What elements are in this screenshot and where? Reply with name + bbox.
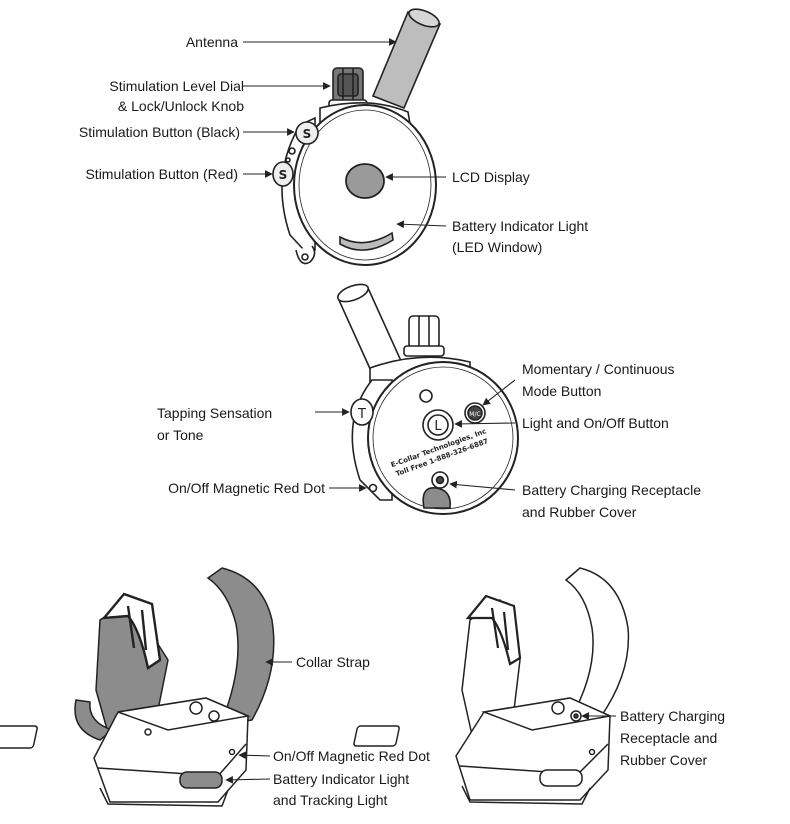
lcd-display-icon xyxy=(345,163,385,199)
collar-led-window-icon xyxy=(179,771,223,789)
light-onoff-button-icon: L xyxy=(422,409,454,441)
svg-text:T: T xyxy=(357,407,366,422)
label-collar-charging-line3: Rubber Cover xyxy=(620,752,708,768)
collar-magnetic-dot-icon xyxy=(228,748,236,756)
label-collar-charging-line2: Receptacle and xyxy=(620,730,718,746)
label-dial-line1: Stimulation Level Dial xyxy=(109,78,244,94)
transmitter-front: S S xyxy=(272,8,442,266)
label-tapping-line1: Tapping Sensation xyxy=(157,405,273,421)
label-collar-strap: Collar Strap xyxy=(296,654,370,670)
label-battery-led-line2: (LED Window) xyxy=(452,239,543,255)
svg-text:S: S xyxy=(303,127,312,141)
antenna-front-icon xyxy=(371,8,442,110)
label-mode-line1: Momentary / Continuous xyxy=(522,361,675,377)
mode-button-icon: M/C xyxy=(464,402,486,424)
label-stim-black: Stimulation Button (Black) xyxy=(78,124,240,140)
svg-text:M/C: M/C xyxy=(469,411,480,418)
label-dial-line2: & Lock/Unlock Knob xyxy=(117,98,244,114)
label-battery-tracking-line1: Battery Indicator Light xyxy=(273,771,410,787)
label-battery-led-line1: Battery Indicator Light xyxy=(452,218,589,234)
leader-lines-middle xyxy=(315,379,516,492)
label-onoff-dot-transmitter: On/Off Magnetic Red Dot xyxy=(168,480,325,496)
label-battery-tracking-line2: and Tracking Light xyxy=(273,792,388,808)
collar-receiver-right xyxy=(353,567,630,805)
transmitter-back: T L M/C E-Collar Technologies, Inc Toll … xyxy=(336,283,519,515)
svg-text:S: S xyxy=(279,168,288,182)
stim-button-black-icon: S xyxy=(295,121,319,145)
label-onoff-dot-collar: On/Off Magnetic Red Dot xyxy=(273,748,430,764)
magnetic-dot-icon xyxy=(368,483,378,493)
buckle-icon xyxy=(101,592,162,670)
label-light-onoff: Light and On/Off Button xyxy=(522,415,669,431)
leader-lines-bottom-left xyxy=(225,658,292,784)
svg-text:L: L xyxy=(434,419,442,434)
label-tapping-line2: or Tone xyxy=(157,427,204,443)
label-antenna: Antenna xyxy=(185,34,238,50)
dial-back-icon xyxy=(403,315,445,357)
stim-button-red-icon: S xyxy=(272,161,294,187)
charging-port-icon xyxy=(422,471,452,509)
leader-lines-top xyxy=(243,38,447,229)
led-window-icon xyxy=(339,231,394,251)
tapping-button-icon: T xyxy=(350,398,374,426)
label-lcd: LCD Display xyxy=(452,169,530,185)
label-mode-line2: Mode Button xyxy=(522,383,602,399)
collar-receiver-left xyxy=(0,567,275,807)
label-collar-charging-line1: Battery Charging xyxy=(620,708,726,724)
label-charging-line1: Battery Charging Receptacle xyxy=(522,482,701,498)
collar-charging-port-icon xyxy=(551,701,582,722)
label-charging-line2: and Rubber Cover xyxy=(522,504,637,520)
label-stim-red: Stimulation Button (Red) xyxy=(85,166,238,182)
